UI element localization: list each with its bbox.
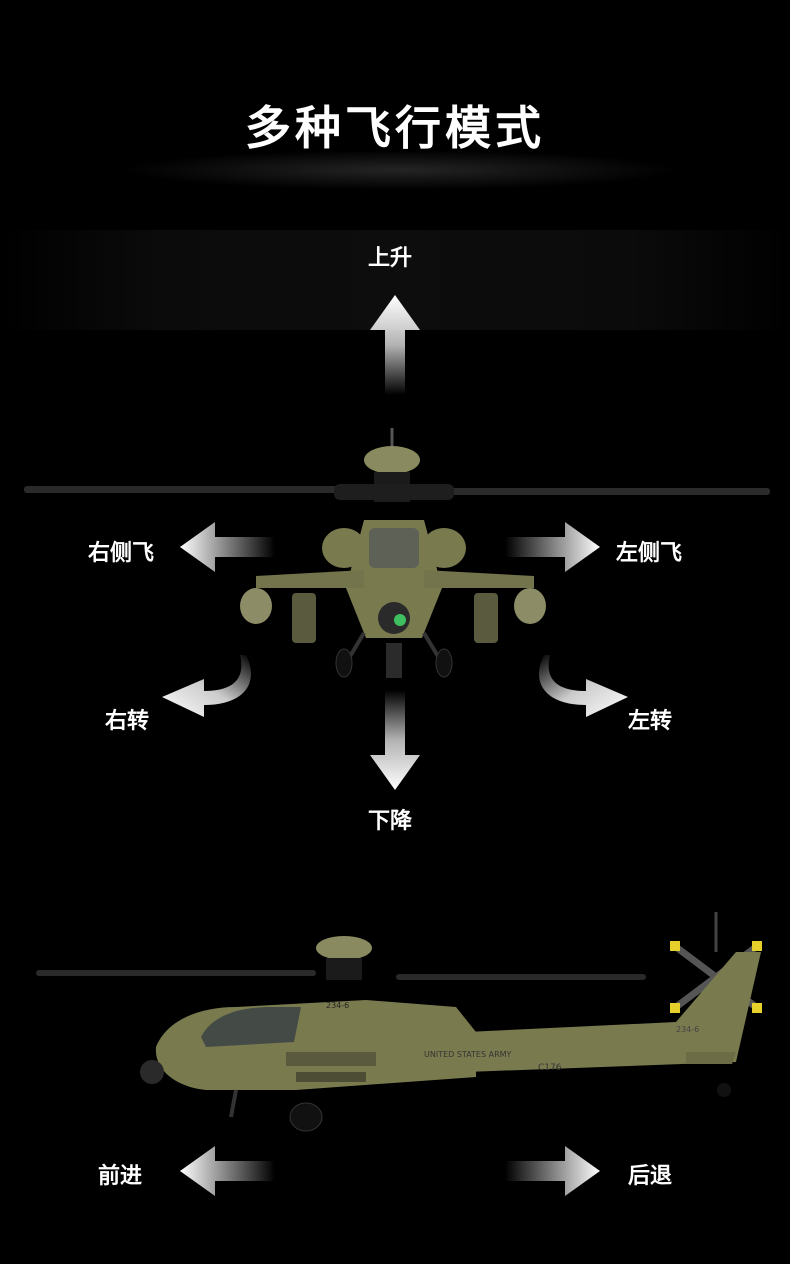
mode-right-strafe-label: 右侧飞 — [88, 541, 155, 566]
arrow-right-icon — [505, 522, 600, 572]
title-glow — [120, 150, 680, 190]
fin-number-text: 234-6 — [676, 1025, 699, 1034]
mode-right-turn-label: 右转 — [105, 709, 150, 734]
arrow-left-bottom-icon — [180, 1146, 275, 1196]
page-title: 多种飞行模式 — [245, 101, 545, 155]
arrow-right-bottom-icon — [505, 1146, 600, 1196]
fuselage-text: UNITED STATES ARMY — [424, 1050, 512, 1059]
tail-number-text: 234-6 — [326, 1001, 349, 1010]
turn-right-arrow-icon — [539, 655, 628, 717]
side-code-text: C176 — [538, 1063, 562, 1073]
main-rotor-blade-right — [444, 488, 770, 495]
turn-left-arrow-icon — [162, 655, 251, 717]
arrow-down-icon — [370, 690, 420, 790]
mode-forward-label: 前进 — [98, 1164, 143, 1189]
mode-left-strafe-label: 左侧飞 — [616, 541, 683, 566]
mode-backward-label: 后退 — [628, 1164, 673, 1189]
helicopter-front-view — [24, 428, 770, 678]
mode-down-label: 下降 — [368, 809, 413, 834]
mode-left-turn-label: 左转 — [628, 709, 673, 734]
arrow-up-icon — [370, 295, 420, 395]
mode-up-label: 上升 — [368, 246, 413, 271]
arrow-left-icon — [180, 522, 275, 572]
main-rotor-blade-left — [24, 486, 354, 493]
helicopter-side-view: 234-6 UNITED STATES ARMY C176 234-6 — [36, 912, 762, 1132]
